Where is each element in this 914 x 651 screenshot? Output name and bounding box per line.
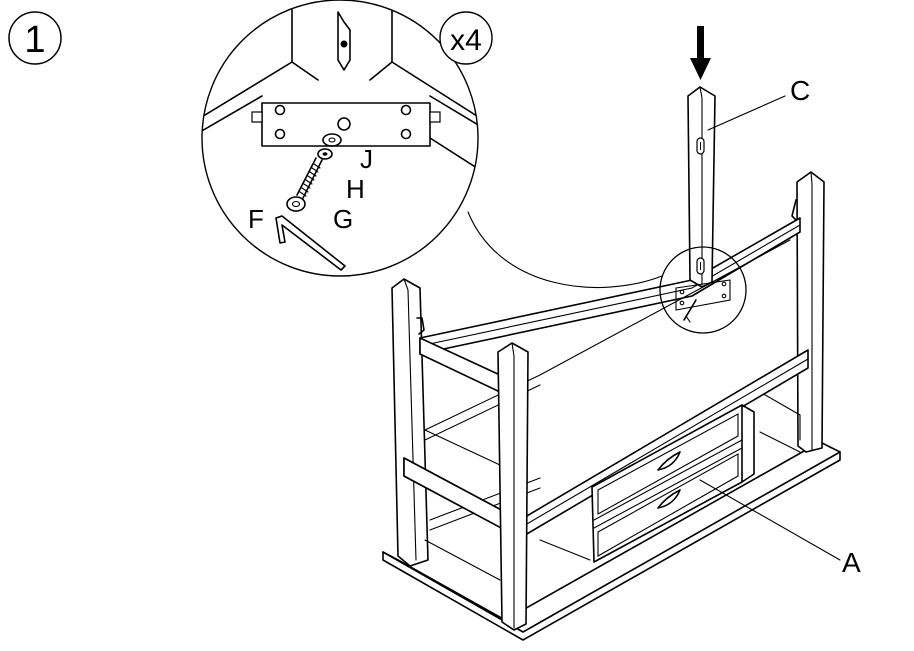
leg-back-right — [791, 171, 825, 453]
label-j: J — [360, 144, 373, 174]
apron-back — [419, 217, 801, 355]
leg-c — [687, 86, 716, 288]
label-c: C — [790, 75, 810, 106]
drawer-box — [591, 404, 755, 563]
label-g: G — [333, 204, 353, 234]
label-a: A — [842, 547, 861, 578]
table-assembly — [382, 26, 841, 641]
allen-key-icon — [275, 215, 346, 271]
leg-front-left — [497, 342, 529, 631]
label-h: H — [346, 174, 365, 204]
step-number-badge: 1 — [8, 11, 62, 65]
drawer-upper-handle[interactable] — [657, 451, 681, 471]
label-f: F — [248, 204, 264, 234]
drawer-lower[interactable] — [597, 453, 739, 557]
detail-view — [201, 0, 663, 289]
step-number: 1 — [24, 19, 45, 61]
quantity-label: x4 — [450, 24, 482, 57]
part-labels: C A J H G F — [248, 75, 861, 578]
quantity-badge: x4 — [439, 11, 493, 65]
detail-marker — [659, 246, 747, 334]
drawer-lower-handle[interactable] — [657, 489, 681, 509]
leg-back-left — [391, 278, 429, 567]
down-arrow-icon — [690, 26, 711, 80]
bolt-icon — [683, 299, 697, 321]
drawer-upper[interactable] — [597, 413, 739, 515]
